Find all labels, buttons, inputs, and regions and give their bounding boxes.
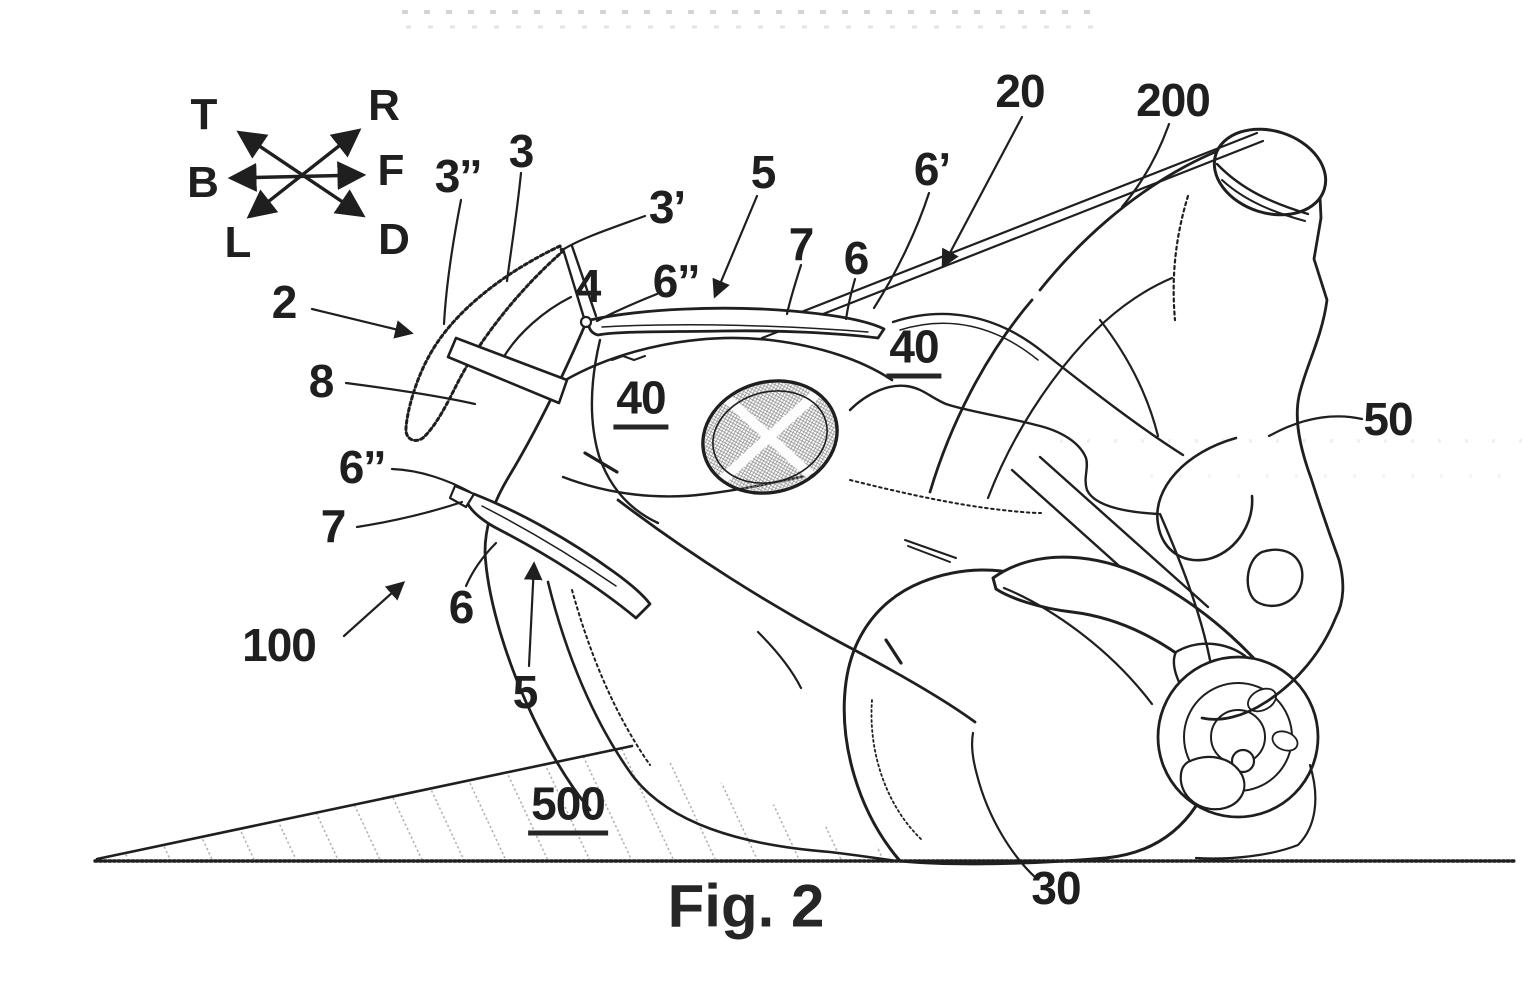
scan-artifact-rows xyxy=(402,10,1522,478)
leader-5-upper xyxy=(712,194,759,299)
body-sweep xyxy=(616,498,977,724)
leader-3dd xyxy=(442,198,463,326)
leader-6dd-upper xyxy=(595,292,659,323)
leader-100 xyxy=(342,581,406,638)
panel-tick-1 xyxy=(611,355,646,361)
belly-edge xyxy=(546,580,898,863)
fairing-body xyxy=(483,312,1185,863)
rider-chest-seam xyxy=(1172,194,1190,322)
leader-6p xyxy=(872,191,931,310)
upper-fairing-edge-2 xyxy=(899,322,1039,361)
ground-and-ramp xyxy=(93,744,1516,863)
disc-hole-2 xyxy=(1271,730,1299,752)
handlebar-strut xyxy=(446,336,569,405)
leader-3 xyxy=(505,171,523,283)
rider-leg-front xyxy=(1158,512,1212,662)
leader-20 xyxy=(941,115,1024,269)
leader-7-lower xyxy=(355,500,464,529)
leader-50 xyxy=(1267,415,1364,438)
leader-6-lower xyxy=(464,541,498,588)
compass-axis-BF xyxy=(227,161,367,192)
tire-bottom-edge xyxy=(898,804,1198,866)
figure-caption: Fig. 2 xyxy=(667,872,825,940)
upper-winglet-inner-line xyxy=(601,323,869,333)
rider-knee xyxy=(1156,436,1254,562)
leader-200 xyxy=(1120,122,1171,209)
axle-bolt xyxy=(1230,748,1256,774)
front-wheel xyxy=(842,455,1320,866)
leader-5-lower xyxy=(523,561,543,668)
leader-7-upper xyxy=(785,263,803,316)
windscreen-edge-line xyxy=(751,131,1265,340)
leader-lines xyxy=(310,115,1364,880)
rider-thigh-line xyxy=(1098,318,1160,438)
helmet-rim-arc xyxy=(1221,179,1306,222)
ramp-hatch xyxy=(97,746,905,859)
leader-6dd-lower xyxy=(390,467,472,494)
leader-3p xyxy=(562,214,647,251)
winglet-tip-post xyxy=(561,244,598,320)
aero-elements xyxy=(404,244,886,620)
upper-winglet xyxy=(587,306,886,340)
rider-arm-inner xyxy=(986,276,1174,500)
winglet-tip-pivot xyxy=(579,315,593,329)
disc-hole-1 xyxy=(1247,687,1277,713)
belly-inner-dotted xyxy=(571,589,651,766)
ramp-edge xyxy=(95,744,634,861)
tank-top-line xyxy=(848,384,1160,516)
helmet xyxy=(1212,127,1328,217)
headlight xyxy=(701,379,839,495)
helmet-visor-arc xyxy=(1215,162,1310,216)
rider-heel-loop xyxy=(1246,548,1304,607)
upper-fairing-edge xyxy=(891,312,1185,457)
panel-tick-2 xyxy=(583,451,619,474)
headlight-outer-rim xyxy=(701,379,839,495)
nose-inner-edge xyxy=(590,338,660,525)
leader-4 xyxy=(503,295,573,357)
leader-2 xyxy=(310,307,414,339)
fairing-left-edge xyxy=(483,316,592,812)
tank-knee-dotted xyxy=(849,479,1042,514)
leader-6-upper xyxy=(844,277,857,321)
direction-compass xyxy=(227,128,367,219)
rider-arm-outer xyxy=(928,298,1034,494)
leader-30 xyxy=(970,731,1038,880)
lower-winglet-inner-line xyxy=(481,505,617,587)
headlight-reflection-x xyxy=(716,388,822,486)
fender-inner-line xyxy=(1002,586,1154,706)
tire-left-edge xyxy=(842,568,1034,863)
leader-8 xyxy=(344,381,477,406)
panel-tick-3 xyxy=(884,638,903,665)
brake-caliper-lower xyxy=(1179,755,1246,811)
panel-curve xyxy=(756,630,803,690)
windscreen xyxy=(404,244,564,442)
panel-sliver xyxy=(904,539,957,563)
rider-right-edge xyxy=(1200,144,1345,721)
headlight-inner-rim xyxy=(712,390,828,484)
tire-inner-arc xyxy=(870,699,923,841)
fork-bottom-cowl xyxy=(1194,763,1317,860)
